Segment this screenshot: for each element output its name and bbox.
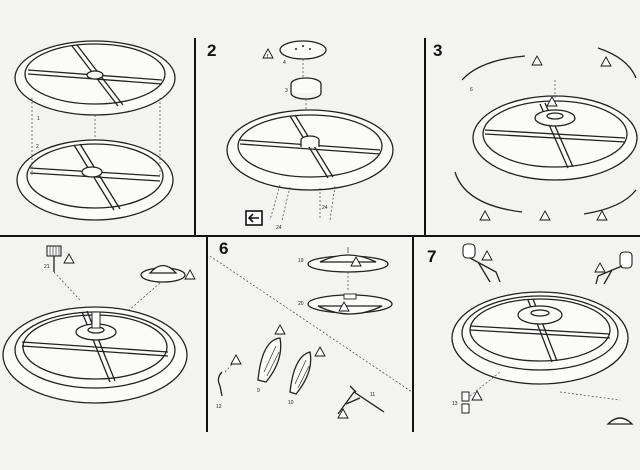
ring-frame-step-7 xyxy=(451,291,629,385)
grille-part-21 xyxy=(46,245,62,272)
hub-part-3 xyxy=(290,77,322,100)
step-2-panel: 2 4 3 xyxy=(207,40,394,231)
saucer-top-part-19 xyxy=(307,247,389,273)
warning-triangle-icon xyxy=(481,250,493,261)
warning-triangle-icon xyxy=(539,210,551,221)
part-label-12: 12 xyxy=(216,404,222,410)
part-label-2: 2 xyxy=(36,144,39,150)
warning-triangle-icon xyxy=(63,253,75,264)
part-label-4: 4 xyxy=(283,60,286,66)
step-number-2: 2 xyxy=(207,41,216,60)
rail-arc-top-right xyxy=(597,47,637,79)
step-6-panel: 6 19 20 9 10 12 11 xyxy=(209,239,413,415)
part-label-9: 9 xyxy=(257,388,260,394)
part-label-11: 11 xyxy=(370,392,375,398)
step-3-panel: 3 6 xyxy=(433,41,638,215)
stand-part-left xyxy=(462,243,501,283)
warning-triangle-icon xyxy=(274,324,286,335)
warning-mark: ! xyxy=(267,54,269,60)
step-4-panel: 21 xyxy=(2,245,188,404)
part-label-24a: 24 xyxy=(276,225,282,231)
part-label-6: 6 xyxy=(470,87,473,93)
step-7-panel: 7 13 xyxy=(427,243,634,425)
ring-frame-step-4 xyxy=(2,306,188,404)
warning-triangle-icon xyxy=(230,354,242,365)
rail-arc-top-left xyxy=(461,55,526,81)
warning-markers: ! xyxy=(63,48,612,419)
part-label-10: 10 xyxy=(288,400,294,406)
warning-triangle-icon xyxy=(594,262,606,273)
insert-arrow-icon xyxy=(245,210,263,226)
warning-triangle-icon xyxy=(471,390,483,401)
hook-part-12 xyxy=(217,371,223,397)
warning-triangle-icon xyxy=(596,210,608,221)
part-label-21: 21 xyxy=(44,264,50,270)
saucer-model-tiny xyxy=(606,417,634,425)
ring-frame-top xyxy=(14,40,176,116)
ring-frame-step-3 xyxy=(472,95,638,181)
bracket-part-11 xyxy=(337,385,385,415)
warning-triangle-icon xyxy=(531,55,543,66)
step-number-3: 3 xyxy=(433,41,442,60)
part-label-19: 19 xyxy=(298,258,304,264)
warning-triangle-icon xyxy=(600,56,612,67)
clamp-part-13 xyxy=(461,391,470,414)
warning-triangle-icon xyxy=(314,346,326,357)
warning-triangle-icon xyxy=(479,210,491,221)
rail-arc-bottom-left xyxy=(454,171,523,213)
part-label-24b: 24 xyxy=(322,205,328,211)
saucer-bottom-part-20 xyxy=(307,293,393,315)
step-number-7: 7 xyxy=(427,247,436,266)
part-label-3: 3 xyxy=(285,88,288,94)
part-label-20: 20 xyxy=(298,301,304,307)
panel-grid xyxy=(0,38,640,432)
saucer-model-small xyxy=(140,264,186,283)
ring-frame-bottom xyxy=(16,139,174,221)
warning-triangle-icon xyxy=(337,408,349,419)
ring-frame-step-2 xyxy=(226,109,394,191)
step-1-panel: 1 2 xyxy=(14,40,176,221)
warning-triangle-icon xyxy=(184,269,196,280)
stand-part-right xyxy=(595,251,633,285)
part-label-1: 1 xyxy=(37,116,40,122)
part-label-13: 13 xyxy=(452,401,458,407)
disc-part-4 xyxy=(279,40,327,60)
step-number-6: 6 xyxy=(219,239,228,258)
rail-arc-bottom-right xyxy=(583,189,637,215)
